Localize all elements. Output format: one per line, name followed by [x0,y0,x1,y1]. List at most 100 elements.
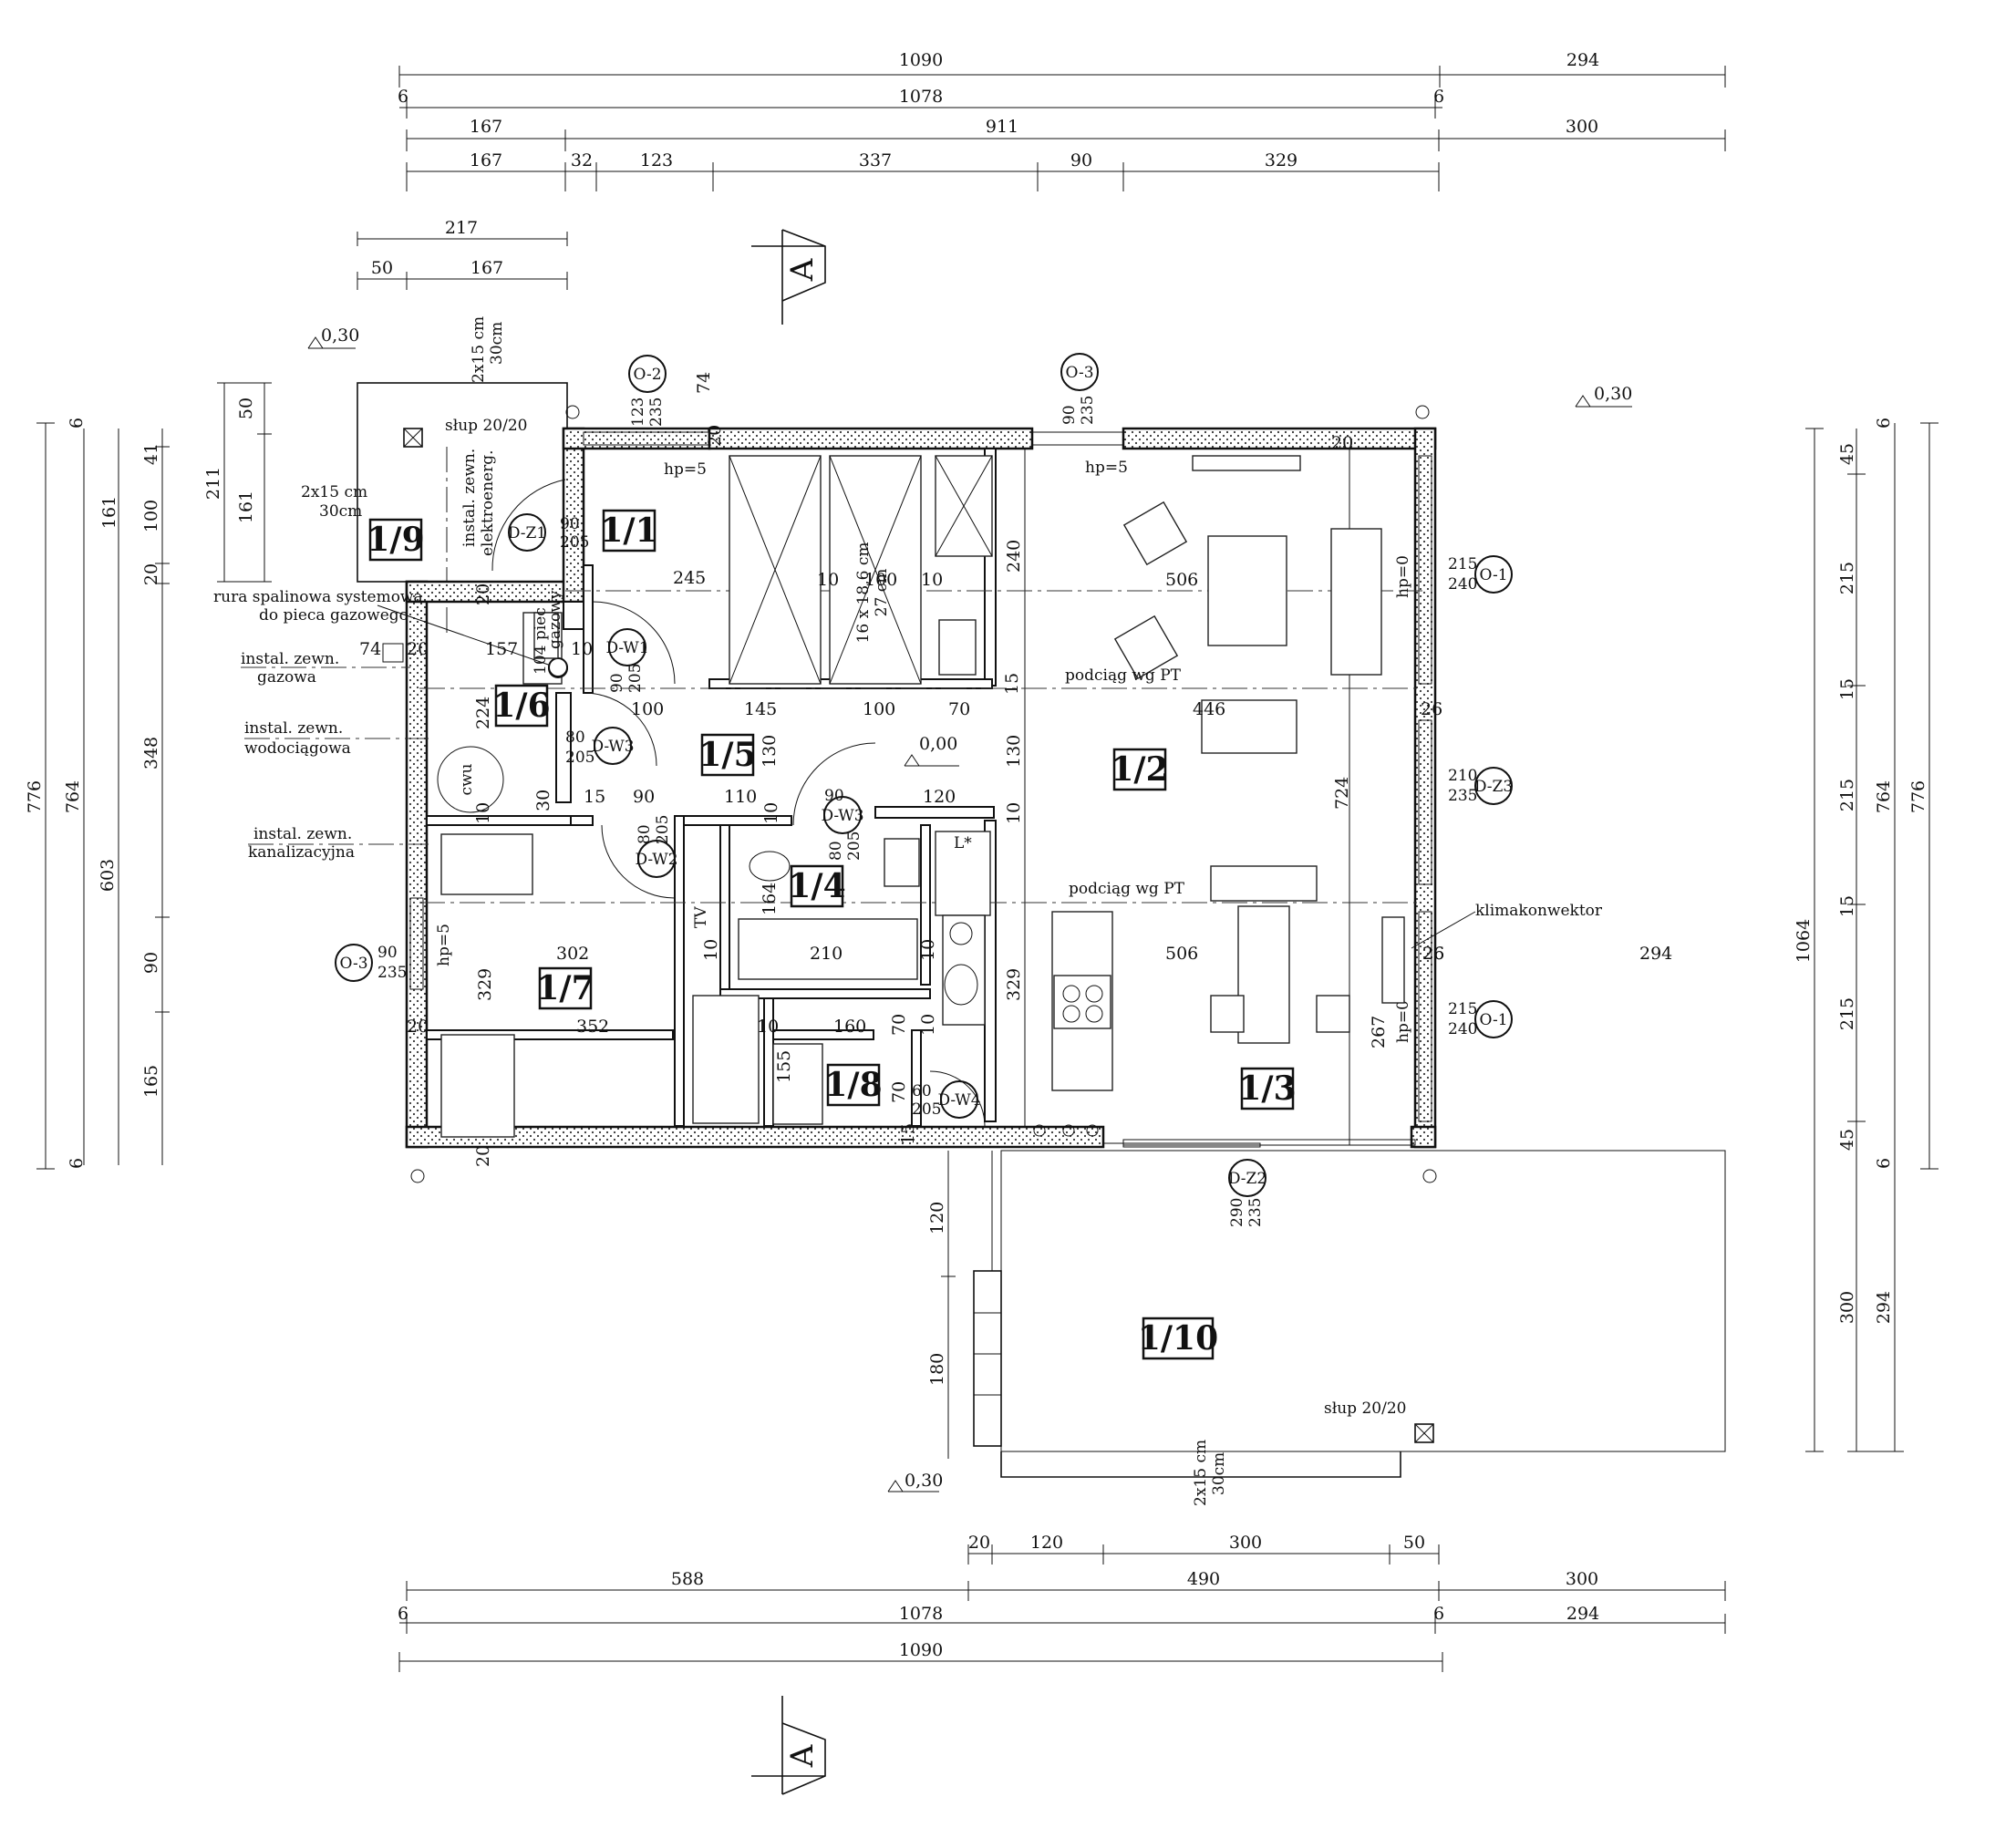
column-markers [410,405,1437,1183]
int-dim-42: 352 [576,1017,609,1037]
open-o3-top-h: 235 [1079,396,1097,425]
tag-o1-top: O-1 [1479,566,1507,584]
int-dim-12: 224 [473,697,493,729]
label-kan-2: kanalizacyjna [248,843,355,862]
int-dim-9: 20 [407,639,429,659]
int-dim-25: 120 [923,787,956,807]
open-dz1-h: 205 [560,533,589,552]
tag-dw3a: D-W3 [591,738,634,756]
dim-right-small-a: 6 [1874,418,1894,429]
int-dim-16: 70 [948,699,970,719]
label-rura-2: do pieca gazowego [259,606,408,625]
hp-o3: hp=5 [1085,459,1128,477]
dim-right-chain-f: 215 [1837,997,1857,1030]
dim-top-r4-b: 32 [571,150,593,170]
open-dz3-w: 210 [1448,767,1477,785]
room-1-9: 1/9 [367,521,424,559]
open-dw3a-w: 80 [565,728,585,747]
dim-right-total-a: 764 [1874,780,1894,813]
open-o1-bottom-h: 240 [1448,1020,1477,1038]
hp-o2: hp=5 [664,460,707,479]
section-label-bottom: A [784,1744,821,1768]
hp-o3left: hp=5 [435,924,453,966]
open-o2-h: 235 [647,398,666,427]
right-dimensions: 45 215 15 215 15 215 45 6 6 764 776 1064… [1794,418,1938,1452]
room-1-8: 1/8 [824,1066,882,1104]
dim-top-r4-c: 123 [640,150,673,170]
furniture: cwu [437,455,1382,1138]
label-woda-2: wodociągowa [244,739,351,758]
open-dw2-h: 205 [654,815,672,844]
dim-top-r2-c: 6 [1433,87,1444,107]
label-gaz-2: gazowa [257,668,316,687]
int-dim-6: 10 [921,570,943,590]
int-dim-13: 100 [631,699,664,719]
level-balcony: 0,30 [321,325,359,346]
level-markers: 0,30 0,30 0,30 0,00 [307,325,1632,1492]
tag-o1-bottom: O-1 [1479,1011,1507,1029]
int-dim-20: 130 [760,735,780,768]
dim-right-chain-d: 215 [1837,779,1857,811]
int-dim-38: 329 [475,968,495,1001]
int-dim-56: 120 [927,1202,947,1234]
annotations: rura spalinowa systemowa do pieca gazowe… [213,588,1603,1004]
int-dim-31: 302 [556,944,589,964]
tag-dw4: D-W4 [937,1091,980,1110]
label-lodowka: L* [954,834,972,852]
dim-right-small-b: 6 [1874,1158,1894,1169]
level-terrace-right: 0,30 [1594,384,1632,404]
int-dim-30: 10 [1004,802,1024,824]
terrace-1-10: słup 20/20 2x15 cm 30cm [973,1150,1726,1506]
int-dim-55: 26 [1422,944,1444,964]
dim-left-detail-g: 165 [141,1065,161,1098]
int-dim-52: 20 [473,1145,493,1167]
open-dw2-w: 80 [636,824,654,844]
dim-left-balcony-a: 50 [236,398,256,419]
open-dz2-w: 290 [1228,1198,1246,1227]
dim-balcony-b: 167 [470,258,503,278]
int-dim-27: 30 [533,790,553,811]
int-dim-35: 506 [1165,944,1198,964]
open-dw3a-h: 205 [565,749,594,767]
dim-bottom-r2-a: 588 [671,1569,704,1589]
open-dz3-h: 235 [1448,787,1477,805]
dim-left-detail-a: 161 [99,496,119,529]
int-dim-19: 26 [1421,699,1442,719]
open-o1-top-w: 215 [1448,555,1477,573]
dim-top-r2-b: 1078 [899,87,943,107]
dim-left-balcony-c: 161 [236,491,256,523]
dim-bottom-r1-d: 50 [1403,1533,1425,1553]
int-dim-50: 20 [473,584,493,605]
int-dim-2: 245 [673,568,706,588]
dim-bottom-r1-b: 120 [1030,1533,1063,1553]
label-stair-step-a3: 2x15 cm [1192,1440,1210,1506]
hp-o1b: hp=0 [1394,1000,1412,1043]
label-elektro-1: instal. zewn. [460,449,479,547]
int-dim-21: 130 [1004,735,1024,768]
open-o3-left-w: 90 [377,944,398,962]
int-dim-5: 100 [864,570,897,590]
int-dim-48: 10 [918,1014,938,1036]
dim-left-balcony-b: 211 [203,467,223,500]
left-dimensions: 776 764 6 603 6 161 41 100 20 348 90 165… [25,382,272,1170]
dim-bottom-r4-a: 1090 [899,1640,943,1660]
top-dimensions: 1090 294 6 1078 6 167 911 300 167 32 123… [357,50,1726,290]
int-dim-14: 145 [744,699,777,719]
dim-bottom-r1-a: 20 [968,1533,990,1553]
open-dw3b-w: 90 [824,787,844,805]
int-dim-26: 15 [584,787,605,807]
label-piec-1: 104 piec [532,607,550,675]
int-dim-37: 294 [1639,944,1672,964]
room-1-7: 1/7 [536,969,594,1007]
int-dim-45: 70 [889,1014,909,1036]
dim-right-chain-a: 45 [1837,443,1857,465]
int-dim-40: 329 [1004,968,1024,1001]
int-dim-18: 15 [1002,673,1022,695]
int-dim-8: 74 [359,639,381,659]
label-piec-2: gazowy [546,590,564,649]
tag-o2: O-2 [633,366,661,384]
int-dim-57: 180 [927,1353,947,1386]
dim-right-chain-e: 15 [1837,895,1857,917]
dim-right-total-b: 776 [1908,780,1928,813]
dim-left-detail-f: 90 [141,952,161,974]
